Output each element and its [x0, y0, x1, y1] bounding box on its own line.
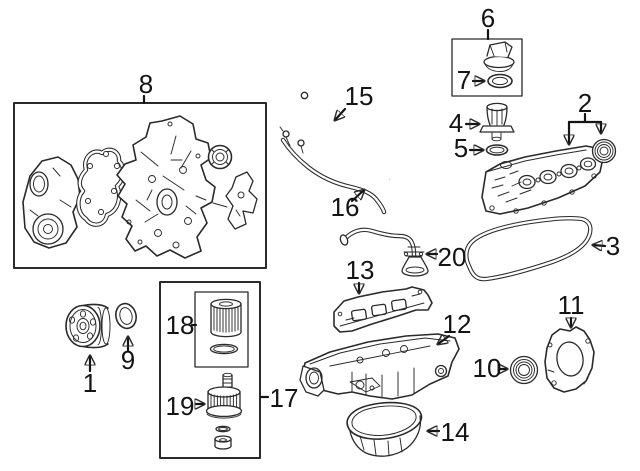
- callout-label-11: 11: [558, 290, 585, 320]
- callout-label-10: 10: [473, 353, 502, 383]
- callout-label-19: 19: [166, 391, 195, 421]
- callout-arrow-12: [438, 336, 451, 344]
- oil-filler-cap-drawing: [483, 41, 515, 72]
- group-box-18: [190, 291, 249, 368]
- callout-arrow-3: [593, 245, 607, 246]
- callout-label-12: 12: [443, 309, 472, 339]
- callout-label-13: 13: [346, 255, 375, 285]
- callout-label-14: 14: [441, 417, 470, 447]
- filler-tube-o-ring-drawing: [485, 144, 509, 156]
- lower-oil-pan-drawing: [346, 401, 423, 457]
- timing-cover-seal-drawing: [207, 144, 233, 170]
- cover-bracket-drawing: [225, 171, 258, 230]
- callout-label-9: 9: [121, 345, 135, 375]
- oil-filter-element-drawing: [209, 298, 242, 355]
- water-pump-gasket-drawing: [76, 147, 126, 227]
- water-pump-drawing: [22, 156, 81, 249]
- callout-arrow-16: [350, 190, 364, 203]
- dipstick-drawing: [300, 91, 390, 180]
- callout-label-4: 4: [449, 108, 463, 138]
- rear-seal-retainer-drawing: [544, 326, 595, 393]
- callout-label-20: 20: [438, 242, 467, 272]
- callout-label-1: 1: [83, 368, 97, 398]
- callout-label-6: 6: [481, 3, 495, 33]
- oil-pickup-tube-drawing: [339, 227, 429, 277]
- rear-main-seal-drawing: [509, 355, 539, 385]
- timing-cover-drawing: [116, 115, 228, 259]
- callout-label-8: 8: [139, 69, 153, 99]
- group-box-17: [159, 281, 270, 459]
- callout-label-7: 7: [457, 65, 471, 95]
- callout-label-2: 2: [578, 88, 592, 118]
- callout-label-15: 15: [345, 81, 374, 111]
- callout-label-3: 3: [606, 231, 620, 261]
- oil-filter-cap-drawing: [205, 372, 243, 450]
- callout-bracket-2: [569, 112, 601, 144]
- camshaft-seal-drawing: [591, 138, 617, 164]
- oil-filler-tube-drawing: [479, 102, 515, 142]
- valve-cover-gasket-drawing: [464, 216, 593, 282]
- callout-label-17: 17: [270, 383, 299, 413]
- crankshaft-pulley-drawing: [65, 303, 111, 349]
- filler-cap-gasket-drawing: [487, 73, 513, 89]
- group-box-8: [13, 94, 267, 269]
- group-box-6: [451, 28, 523, 97]
- front-crankshaft-seal-drawing: [115, 302, 137, 330]
- dipstick-tube-drawing: [279, 126, 387, 215]
- baffle-plate-drawing: [333, 286, 433, 333]
- callout-label-16: 16: [331, 192, 360, 222]
- callout-label-5: 5: [454, 133, 468, 163]
- valve-cover-drawing: [481, 145, 604, 215]
- upper-oil-pan-drawing: [299, 333, 460, 400]
- callout-arrow-15: [335, 107, 347, 120]
- callout-label-18: 18: [166, 310, 195, 340]
